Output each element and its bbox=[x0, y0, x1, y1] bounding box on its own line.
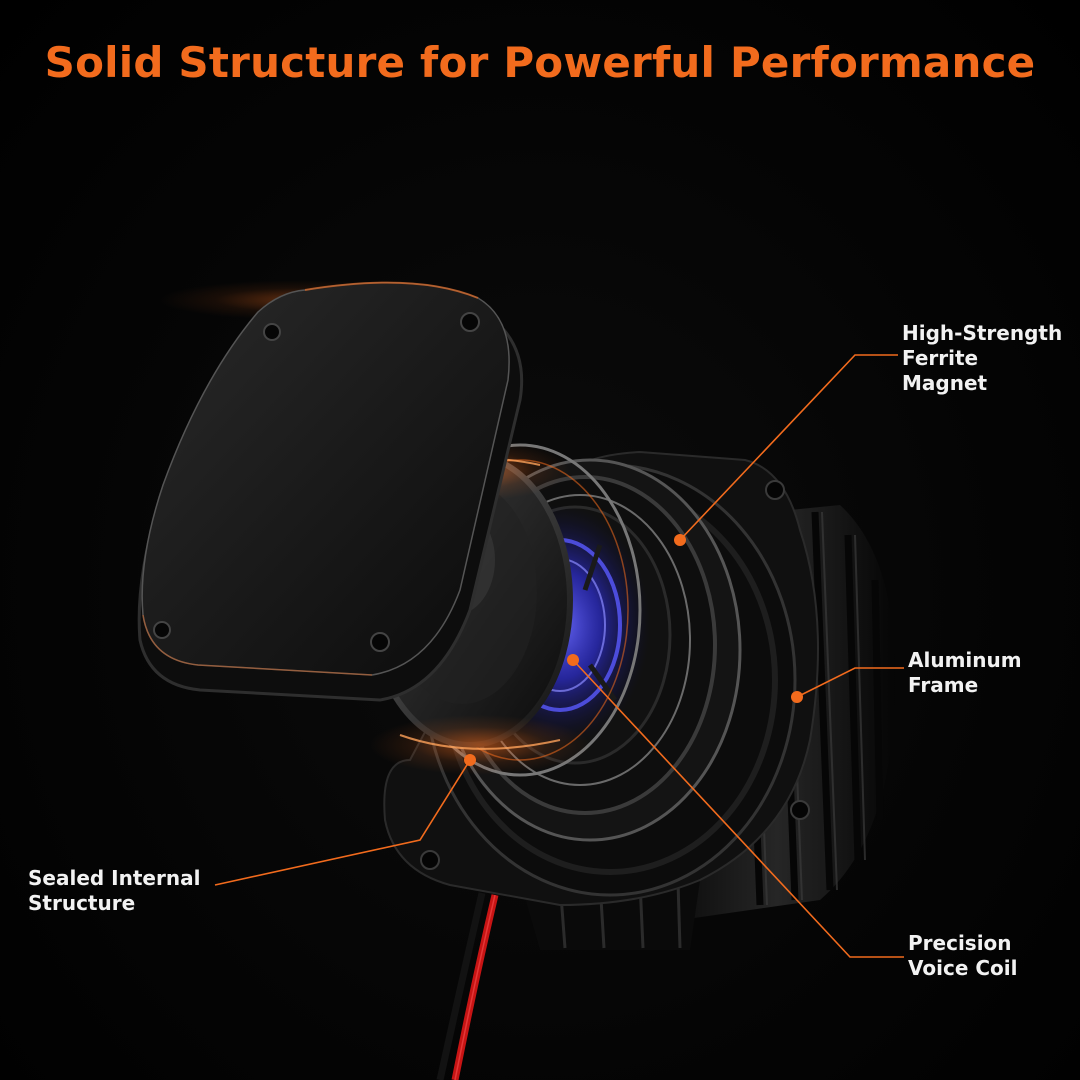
callout-sealed-line-2: Structure bbox=[28, 891, 136, 915]
callout-sealed-label: Sealed Internal Structure bbox=[28, 866, 200, 916]
dot-coil bbox=[567, 654, 579, 666]
callout-magnet-label: High-Strength Ferrite Magnet bbox=[902, 321, 1062, 396]
dot-magnet bbox=[674, 534, 686, 546]
grille-cover bbox=[137, 281, 524, 702]
speaker-wires bbox=[436, 892, 499, 1080]
leader-coil bbox=[572, 659, 904, 958]
callout-lines bbox=[214, 354, 904, 958]
leader-magnet bbox=[679, 354, 898, 541]
callout-frame-line-2: Frame bbox=[908, 673, 979, 697]
callout-magnet-line-1: High-Strength bbox=[902, 321, 1063, 345]
callout-dots bbox=[464, 534, 803, 766]
callout-coil-line-2: Voice Coil bbox=[908, 956, 1018, 980]
callout-magnet-line-2: Ferrite bbox=[902, 346, 979, 370]
callout-frame-label: Aluminum Frame bbox=[908, 648, 1022, 698]
dot-frame bbox=[791, 691, 803, 703]
callout-coil-line-1: Precision bbox=[908, 931, 1012, 955]
dot-sealed bbox=[464, 754, 476, 766]
headline: Solid Structure for Powerful Performance bbox=[44, 38, 1036, 87]
callout-magnet-line-3: Magnet bbox=[902, 371, 988, 395]
leader-sealed bbox=[214, 759, 471, 886]
callout-sealed-line-1: Sealed Internal bbox=[28, 866, 201, 890]
callout-frame-line-1: Aluminum bbox=[908, 648, 1022, 672]
leader-frame bbox=[796, 667, 904, 698]
callout-coil-label: Precision Voice Coil bbox=[908, 931, 1018, 981]
